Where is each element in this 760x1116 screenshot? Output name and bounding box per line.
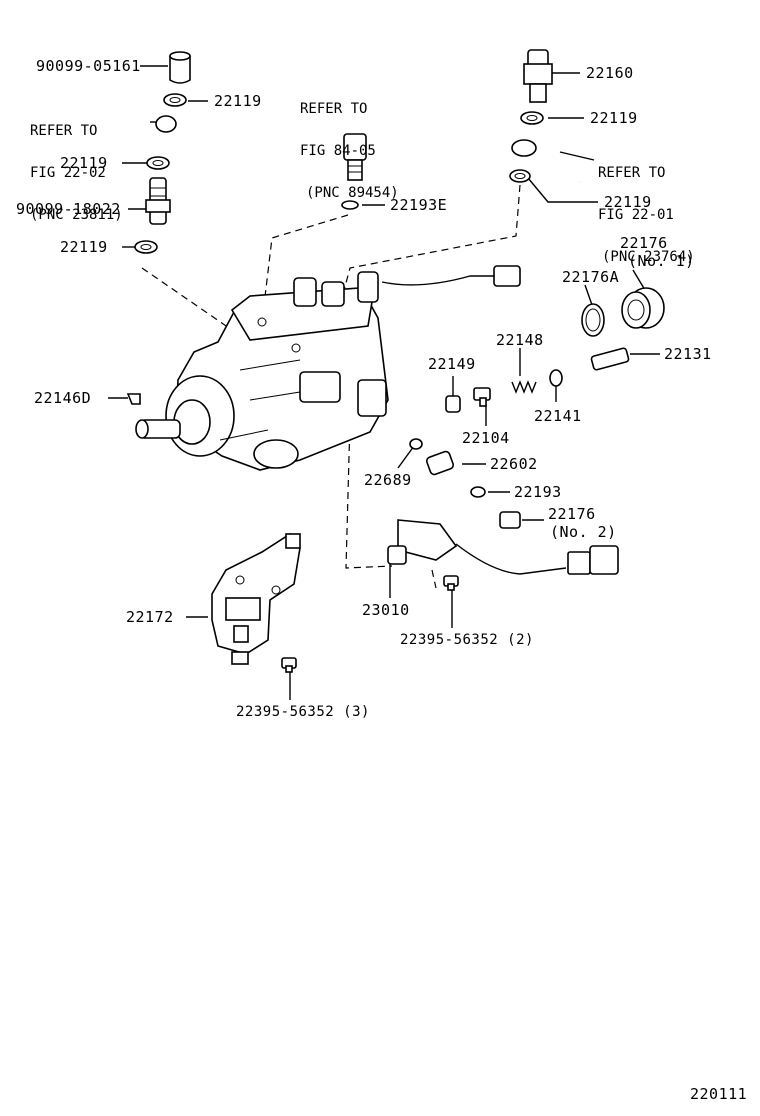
part-label-22160: 22160 <box>586 64 634 82</box>
gasket-part <box>163 93 187 107</box>
part-label-22193: 22193 <box>514 483 562 501</box>
refer-line: (PNC 89454) <box>306 185 399 201</box>
part-label-22119: 22119 <box>604 193 652 211</box>
part-label-22148: 22148 <box>496 331 544 349</box>
refer-note-fig-22-01: REFER TO FIG 22-01 (PNC 23764) <box>598 138 695 278</box>
key-part <box>126 393 141 405</box>
o-ring-small <box>470 486 486 498</box>
injection-pump <box>135 271 389 471</box>
part-label-23010: 23010 <box>362 601 410 619</box>
refer-line: FIG 22-02 <box>30 165 106 181</box>
refer-note-fig-84-05: REFER TO FIG 84-05 (PNC 89454) <box>300 74 399 214</box>
part-label-22395-56352-3: 22395-56352 (3) <box>236 704 370 720</box>
assembly-lines <box>141 184 521 589</box>
gasket-part <box>134 240 158 254</box>
refer-line: REFER TO <box>598 165 666 181</box>
part-label-22141: 22141 <box>534 407 582 425</box>
part-label-22119: 22119 <box>60 238 108 256</box>
spring-part <box>511 380 537 394</box>
gasket-part <box>509 169 531 183</box>
part-label-22119: 22119 <box>60 154 108 172</box>
bracket-22172 <box>211 532 301 665</box>
part-label-22602: 22602 <box>490 455 538 473</box>
part-label-22395-56352-2: 22395-56352 (2) <box>400 632 534 648</box>
refer-line: (PNC 23811) <box>30 207 123 223</box>
leader-lines <box>108 65 660 700</box>
gasket-part <box>520 111 544 125</box>
speed-sensor-part <box>397 519 458 561</box>
part-label-22193E: 22193E <box>390 196 448 214</box>
part-label-22104: 22104 <box>462 429 510 447</box>
part-label-22689: 22689 <box>364 471 412 489</box>
refer-line: (PNC 23764) <box>602 249 695 265</box>
part-label-22176-no2: (No. 2) <box>550 523 617 541</box>
part-label-90099-18022: 90099-18022 <box>16 200 121 218</box>
figure-number: 220111 <box>690 1085 748 1103</box>
part-label-22172: 22172 <box>126 608 174 626</box>
valve-part <box>590 347 630 371</box>
o-ring-small <box>409 438 423 450</box>
o-ring-part <box>581 303 605 337</box>
part-label-22176: 22176 <box>620 234 668 252</box>
refer-note-fig-22-02: REFER TO FIG 22-02 (PNC 23811) <box>30 96 123 236</box>
gasket-part <box>146 156 170 170</box>
part-label-90099-05161: 90099-05161 <box>36 57 141 75</box>
part-label-22119: 22119 <box>590 109 638 127</box>
refer-line: FIG 22-01 <box>598 207 674 223</box>
washer-part <box>549 369 563 387</box>
plug-part <box>445 395 461 413</box>
part-label-22176: 22176 <box>548 505 596 523</box>
refer-line: FIG 84-05 <box>300 143 376 159</box>
part-label-22176A: 22176A <box>562 268 620 286</box>
part-label-22146D: 22146D <box>34 389 92 407</box>
part-label-22176-no1: (No. 1) <box>628 252 695 270</box>
filter-part <box>425 450 455 476</box>
refer-line: REFER TO <box>300 101 368 117</box>
part-label-22131: 22131 <box>664 345 712 363</box>
part-label-22119: 22119 <box>214 92 262 110</box>
part-label-22149: 22149 <box>428 355 476 373</box>
refer-line: REFER TO <box>30 123 98 139</box>
small-parts <box>126 49 665 673</box>
nut-small-part <box>499 511 521 529</box>
